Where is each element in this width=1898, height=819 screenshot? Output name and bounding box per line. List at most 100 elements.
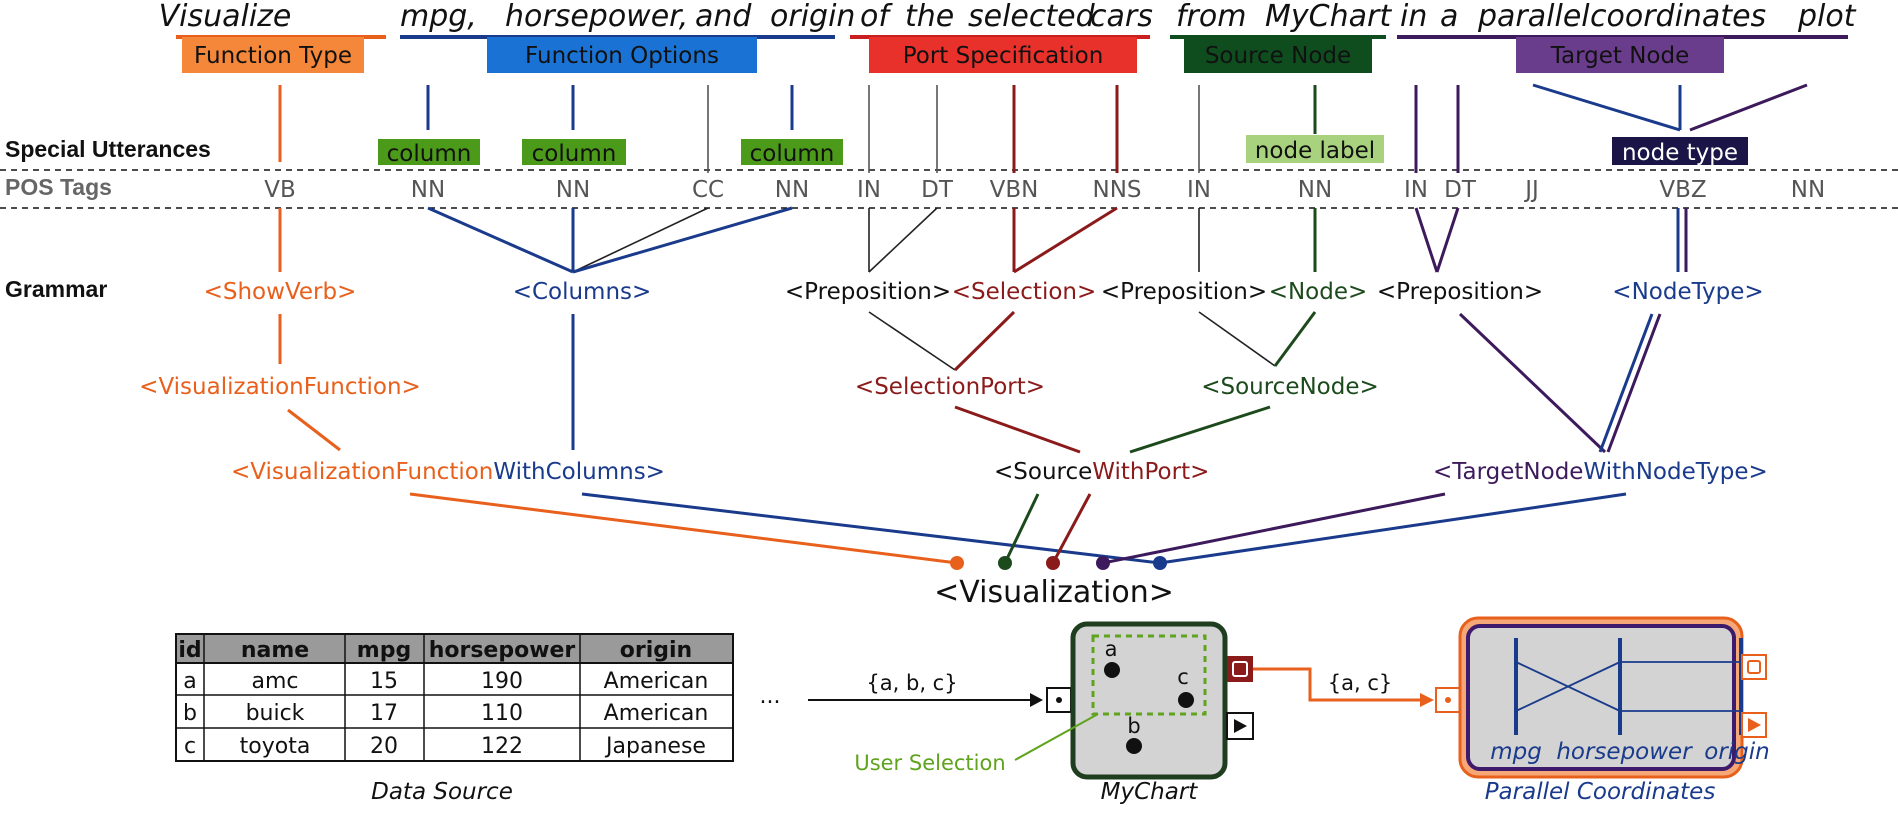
pos-tag: NN bbox=[411, 177, 445, 203]
word-cars: cars bbox=[1090, 0, 1153, 34]
table-row: a amc 15 190 American bbox=[183, 669, 708, 694]
polyline-c bbox=[1515, 661, 1621, 712]
pc-output-port-1[interactable] bbox=[1741, 654, 1767, 680]
node-visualization-function-with-columns: <VisualizationFunctionWithColumns> bbox=[231, 459, 665, 485]
word-horsepower: horsepower, bbox=[505, 0, 688, 34]
parallel-coordinates-caption: Parallel Coordinates bbox=[1485, 779, 1716, 805]
word-in: in bbox=[1400, 0, 1427, 34]
word-a: a bbox=[1440, 0, 1458, 34]
word-mpg: mpg, bbox=[400, 0, 477, 34]
pos-tag: NN bbox=[1298, 177, 1332, 203]
sentence: Visualize mpg, horsepower, and origin of… bbox=[159, 0, 1857, 34]
svg-text:column: column bbox=[532, 141, 617, 167]
table-header: id name mpg horsepower origin bbox=[178, 638, 692, 663]
utterance-node-type: node type bbox=[1612, 137, 1748, 166]
word-plot: plot bbox=[1797, 0, 1857, 34]
svg-text:Source Node: Source Node bbox=[1205, 43, 1351, 69]
node-node-type: <NodeType> bbox=[1612, 279, 1763, 305]
svg-text:column: column bbox=[387, 141, 472, 167]
word-visualize: Visualize bbox=[159, 0, 292, 34]
svg-text:Target Node: Target Node bbox=[1550, 43, 1690, 69]
svg-text:American: American bbox=[604, 701, 709, 726]
svg-text:mpg: mpg bbox=[357, 638, 411, 663]
segment-port-specification: Port Specification bbox=[869, 37, 1137, 73]
node-selection-port: <SelectionPort> bbox=[855, 374, 1045, 400]
pos-tag: CC bbox=[692, 177, 724, 203]
data-source-table: id name mpg horsepower origin a amc 15 1… bbox=[175, 633, 780, 805]
svg-text:c: c bbox=[184, 734, 196, 759]
pos-tag: NNS bbox=[1092, 177, 1141, 203]
word-coordinates: coordinates bbox=[1590, 0, 1766, 34]
svg-text:id: id bbox=[178, 638, 201, 663]
svg-text:b: b bbox=[1127, 714, 1140, 738]
word-selected: selected bbox=[968, 0, 1096, 34]
point-a bbox=[1104, 662, 1120, 678]
purple-dot bbox=[1096, 556, 1110, 570]
svg-text:15: 15 bbox=[370, 669, 398, 694]
mychart-node[interactable]: {a, b, c} a c b User Selection MyChart bbox=[808, 621, 1254, 805]
point-b bbox=[1126, 738, 1142, 754]
svg-text:17: 17 bbox=[370, 701, 398, 726]
svg-text:a: a bbox=[183, 669, 196, 694]
selection-connection: {a, c} bbox=[1253, 667, 1434, 707]
mychart-caption: MyChart bbox=[1101, 779, 1199, 805]
orange-dot bbox=[950, 556, 964, 570]
node-node: <Node> bbox=[1269, 279, 1368, 305]
pos-tag: NN bbox=[1791, 177, 1825, 203]
green-dot bbox=[998, 556, 1012, 570]
node-show-verb: <ShowVerb> bbox=[204, 279, 357, 305]
svg-text:a: a bbox=[1105, 637, 1118, 661]
top-connectors bbox=[278, 83, 1808, 173]
visualization-dots bbox=[950, 556, 1167, 570]
grammar-nodes: <ShowVerb> <Columns> <Preposition> <Sele… bbox=[139, 279, 1768, 610]
svg-text:Function Type: Function Type bbox=[194, 43, 352, 69]
pos-tag: NN bbox=[775, 177, 809, 203]
node-source-with-port: <SourceWithPort> bbox=[994, 459, 1209, 485]
input-set-label: {a, b, c} bbox=[866, 671, 957, 695]
svg-text:b: b bbox=[183, 701, 197, 726]
table-row: b buick 17 110 American bbox=[183, 701, 708, 726]
node-source-node: <SourceNode> bbox=[1201, 374, 1379, 400]
label-special-utterances: Special Utterances bbox=[5, 136, 211, 162]
mychart-frame bbox=[1070, 621, 1228, 780]
output-set-label: {a, c} bbox=[1328, 671, 1393, 695]
pos-tag: VBZ bbox=[1659, 177, 1706, 203]
table-row: c toyota 20 122 Japanese bbox=[184, 734, 706, 759]
segment-source-node: Source Node bbox=[1184, 37, 1372, 73]
pos-tag: VBN bbox=[990, 177, 1039, 203]
svg-text:122: 122 bbox=[481, 734, 523, 759]
svg-text:190: 190 bbox=[481, 669, 523, 694]
svg-text:buick: buick bbox=[246, 701, 305, 726]
svg-text:American: American bbox=[604, 669, 709, 694]
svg-text:c: c bbox=[1177, 665, 1189, 689]
data-source-caption: Data Source bbox=[371, 779, 513, 805]
node-visualization: <Visualization> bbox=[934, 575, 1174, 610]
node-target-node-with-node-type: <TargetNodeWithNodeType> bbox=[1433, 459, 1768, 485]
grammar-edges bbox=[278, 206, 1688, 565]
word-parallel: parallel bbox=[1477, 0, 1590, 34]
svg-text:110: 110 bbox=[481, 701, 523, 726]
parallel-coordinates-node[interactable]: mpg horsepower origin Parallel Coordinat… bbox=[1435, 616, 1770, 805]
axis-label-horsepower: horsepower bbox=[1556, 739, 1693, 765]
node-columns: <Columns> bbox=[513, 279, 652, 305]
svg-text:node label: node label bbox=[1255, 138, 1375, 164]
svg-text:name: name bbox=[241, 638, 309, 663]
user-selection-label: User Selection bbox=[854, 751, 1005, 775]
svg-text:Japanese: Japanese bbox=[604, 734, 706, 759]
svg-text:origin: origin bbox=[620, 638, 692, 663]
red-dot bbox=[1046, 556, 1060, 570]
svg-text:Function Options: Function Options bbox=[525, 43, 719, 69]
word-of: of bbox=[860, 0, 893, 34]
selection-output-port[interactable] bbox=[1227, 656, 1253, 682]
label-pos-tags: POS Tags bbox=[5, 174, 112, 200]
pos-tag: IN bbox=[1404, 177, 1428, 203]
pos-tag: JJ bbox=[1523, 177, 1539, 203]
word-the: the bbox=[905, 0, 954, 34]
svg-text:Port Specification: Port Specification bbox=[903, 43, 1104, 69]
svg-text:20: 20 bbox=[370, 734, 398, 759]
selection-rectangle[interactable] bbox=[1091, 634, 1207, 716]
point-c bbox=[1178, 692, 1194, 708]
pos-tag: IN bbox=[857, 177, 881, 203]
axis-label-mpg: mpg bbox=[1490, 739, 1542, 765]
word-from: from bbox=[1176, 0, 1246, 34]
